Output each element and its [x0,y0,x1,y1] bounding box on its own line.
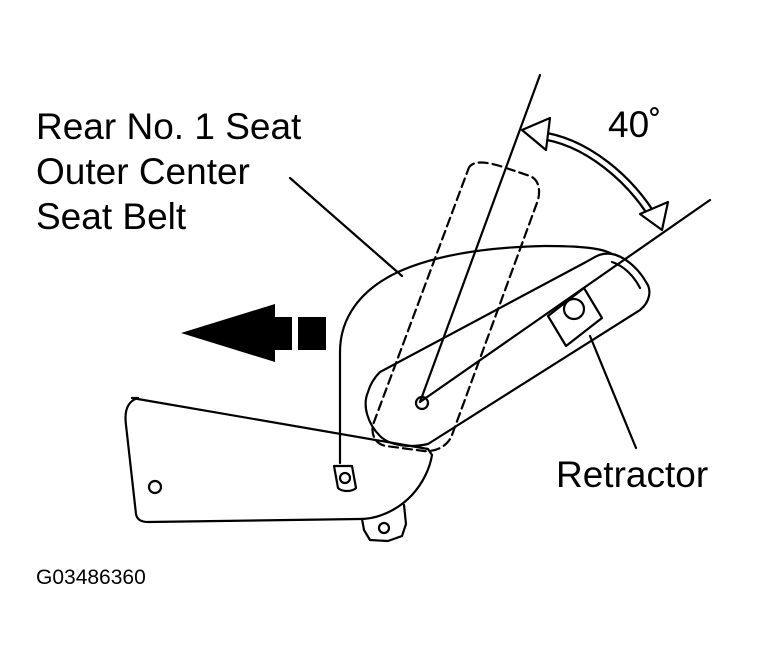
bracket-hole [377,521,391,535]
seatback-outline [338,244,614,465]
seat-belt-label-line2: Outer Center [36,151,250,192]
retractor-mechanism [546,286,604,348]
pivot-bolt [414,395,430,411]
housing-inner-line [610,260,642,290]
direction-arrow-icon [181,304,326,362]
seat-belt-label: Rear No. 1 Seat Outer Center Seat Belt [36,104,301,239]
angle-arc-arrow-icon [520,116,670,232]
belt-line [418,73,542,404]
reference-line [418,198,712,404]
seat-belt-label-line3: Seat Belt [36,196,187,237]
leader-line-seat-belt [288,176,404,278]
seat-mount [332,464,358,493]
seat-belt-label-line1: Rear No. 1 Seat [36,106,302,147]
retractor-label: Retractor [556,454,709,495]
angle-label: 40˚ [608,104,662,145]
figure-code: G03486360 [36,566,146,589]
belt-dashed-outline [371,161,541,453]
retractor-spool [562,297,586,321]
seat-cushion [124,396,434,524]
mount-bracket [360,503,408,543]
seat-mount-bolt [338,471,352,485]
cushion-hole [147,479,163,495]
leader-line-retractor [588,334,638,450]
retractor-housing [364,252,651,447]
